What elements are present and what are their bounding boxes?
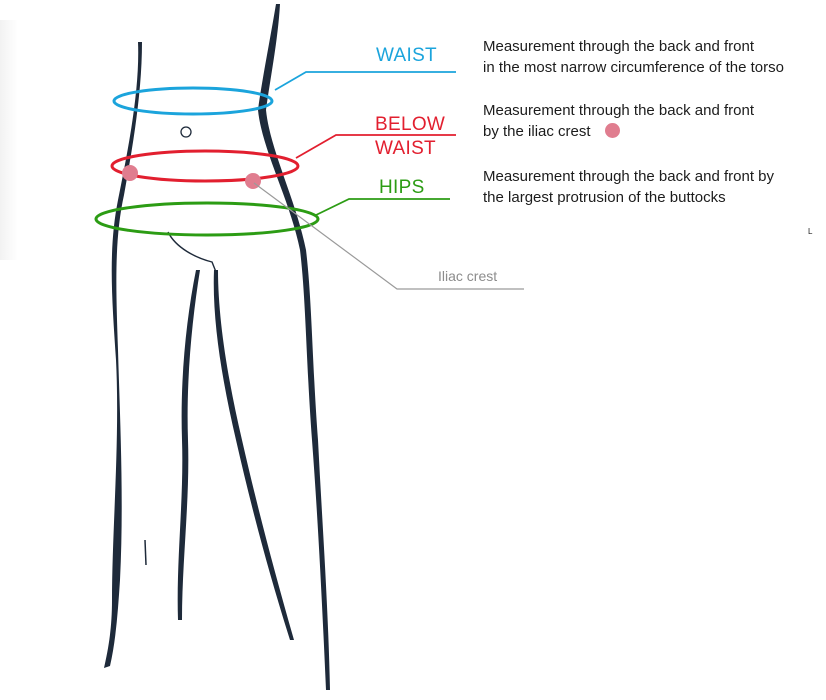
- below-waist-ring: [110, 149, 300, 183]
- navel-circle-icon: [180, 126, 192, 138]
- below-waist-description-line1: Measurement through the back and front: [483, 102, 754, 119]
- below-waist-description-line2: by the iliac crest: [483, 123, 591, 140]
- body-left-outline: [104, 42, 142, 668]
- inner-right-leg-outline: [213, 270, 294, 640]
- iliac-crest-marker-left: [122, 165, 138, 181]
- waist-description-line2: in the most narrow circumference of the …: [483, 59, 784, 76]
- waist-ring: [112, 86, 274, 116]
- side-shade: [0, 20, 18, 260]
- stray-mark: L: [808, 227, 813, 236]
- below-waist-leader-line: [295, 134, 456, 159]
- below-waist-label-line1: BELOW: [375, 114, 446, 135]
- waist-label: WAIST: [376, 45, 437, 66]
- inner-left-leg-outline: [177, 270, 200, 620]
- hips-description-line2: the largest protrusion of the buttocks: [483, 189, 726, 206]
- waist-leader-line: [274, 71, 456, 91]
- body-right-outline: [258, 4, 330, 690]
- left-knee-accent: [144, 539, 147, 566]
- waist-description: Measurement through the back and front i…: [483, 36, 823, 78]
- below-waist-label-line2: WAIST: [375, 138, 436, 159]
- iliac-crest-label: Iliac crest: [438, 268, 498, 284]
- below-waist-label: BELOW WAIST: [375, 113, 465, 161]
- iliac-crest-leader-line: [253, 182, 524, 290]
- waist-description-line1: Measurement through the back and front: [483, 38, 754, 55]
- hips-description-line1: Measurement through the back and front b…: [483, 168, 775, 185]
- below-waist-description-line2-wrap: by the iliac crest: [483, 121, 823, 142]
- hips-ring: [94, 201, 320, 237]
- circle-dot-icon: [604, 123, 620, 138]
- crotch-curve: [167, 231, 217, 273]
- hips-description: Measurement through the back and front b…: [483, 166, 823, 208]
- hips-label: HIPS: [379, 177, 425, 198]
- hips-leader-line: [313, 198, 450, 217]
- below-waist-description: Measurement through the back and front b…: [483, 100, 823, 142]
